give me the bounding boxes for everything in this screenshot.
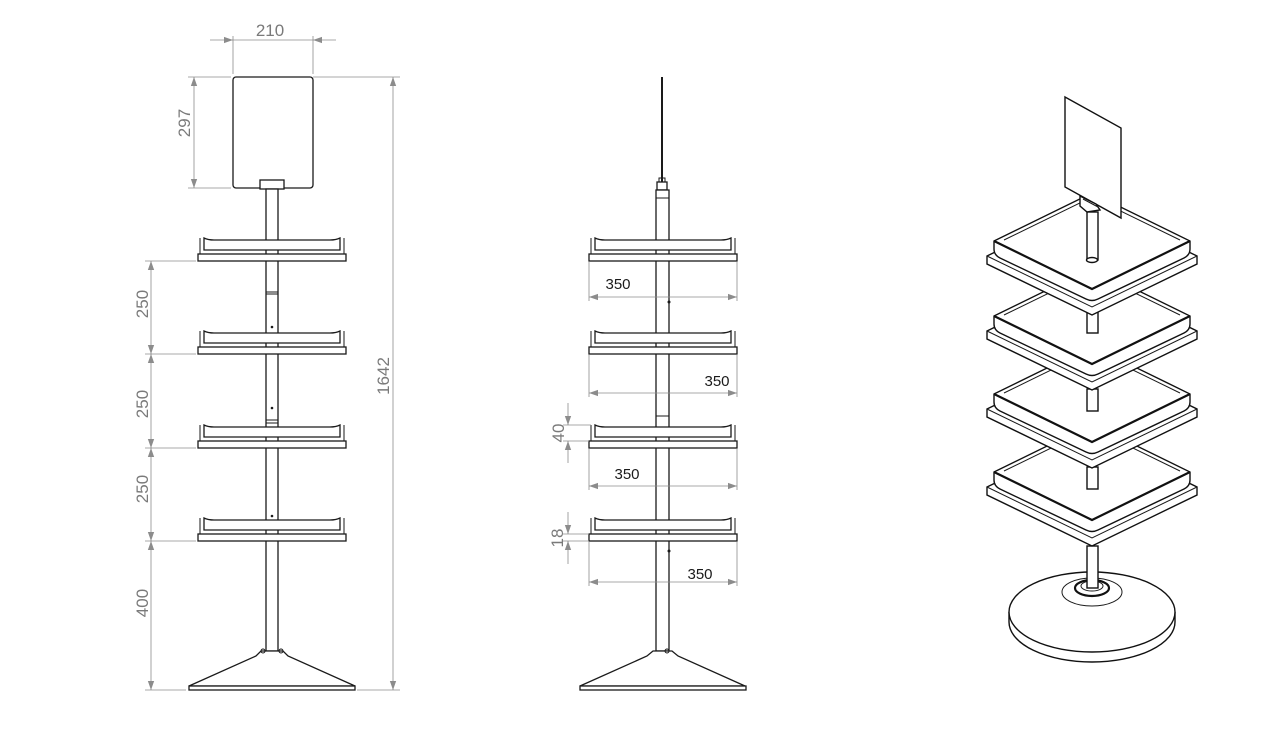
dim-sign-width: 210 <box>256 21 284 40</box>
dim-rim-height: 40 <box>549 424 568 443</box>
front-view: 210 297 1642 250 250 250 400 <box>133 21 400 691</box>
isometric-view <box>986 95 1198 663</box>
dim-shelf-spacing-1: 250 <box>133 290 152 318</box>
front-sign-panel <box>232 76 314 189</box>
dim-shelf-depth-2: 350 <box>704 373 729 390</box>
side-view: 350 350 350 350 40 <box>548 77 747 691</box>
side-sign-clamp <box>656 181 668 191</box>
side-shelf-3 <box>588 423 738 449</box>
iso-pole-bottom <box>1086 545 1099 589</box>
iso-pole-top <box>1086 211 1099 261</box>
dim-shelf-spacing-3: 250 <box>133 475 152 503</box>
iso-pole-2 <box>1086 388 1099 412</box>
dim-shelf-depth-4: 350 <box>687 566 712 583</box>
dim-total-height: 1642 <box>374 357 393 395</box>
iso-base <box>1008 571 1176 663</box>
front-shelf-3 <box>197 423 347 449</box>
dim-shelf-spacing-2: 250 <box>133 390 152 418</box>
dim-shelf-depth-1: 350 <box>605 276 630 293</box>
dim-base-to-shelf: 400 <box>133 589 152 617</box>
side-dimensions: 350 350 350 350 40 <box>548 262 738 586</box>
dim-shelf-depth-3: 350 <box>614 466 639 483</box>
side-base <box>579 648 747 691</box>
dim-sign-height: 297 <box>175 109 194 137</box>
dim-shelf-thickness: 18 <box>548 529 567 548</box>
front-shelf-1 <box>197 236 347 262</box>
front-sign-clamp <box>259 179 285 190</box>
iso-pole-3 <box>1086 466 1099 490</box>
front-base <box>188 648 356 691</box>
side-shelf-1 <box>588 236 738 262</box>
iso-sign <box>1064 95 1122 220</box>
front-dimensions: 210 297 1642 250 250 250 400 <box>133 21 400 691</box>
front-shelf-4 <box>197 516 347 542</box>
front-shelf-2 <box>197 329 347 355</box>
side-shelf-4 <box>588 516 738 542</box>
side-shelf-2 <box>588 329 738 355</box>
